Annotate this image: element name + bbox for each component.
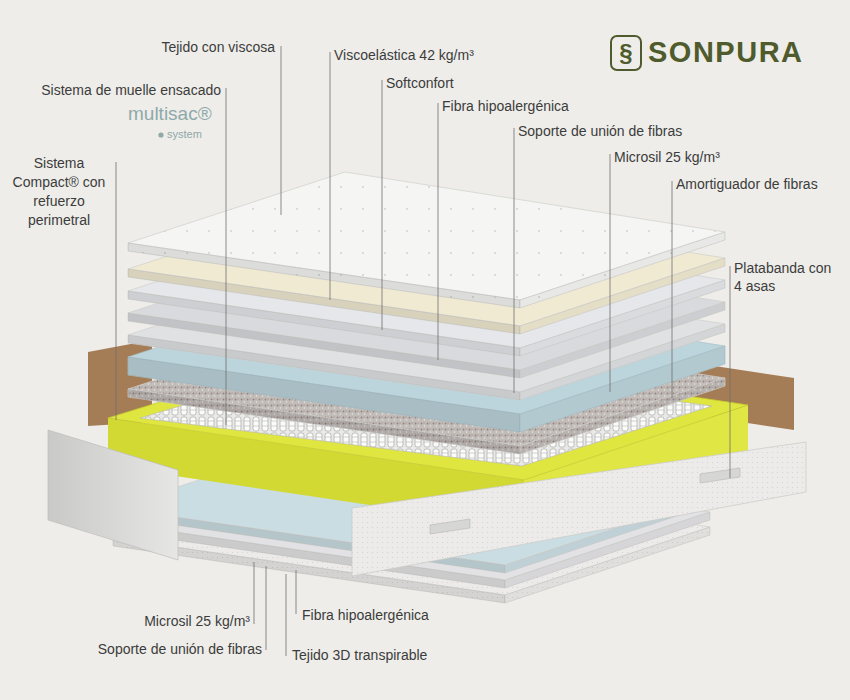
- layer-label: Fibra hipoalergénica: [302, 606, 429, 624]
- layer-label: Fibra hipoalergénica: [442, 97, 569, 115]
- layer-label: Softconfort: [386, 74, 454, 92]
- system-label: Sistema de muelle ensacado: [41, 81, 221, 99]
- layer-label: Microsil 25 kg/m³: [614, 148, 720, 166]
- brand-name: SONPURA: [648, 36, 804, 68]
- layer-label: Soporte de unión de fibras: [518, 122, 682, 140]
- border-panel: [352, 442, 806, 576]
- layer-label: Amortiguador de fibras: [676, 175, 818, 193]
- top-fabric-layer: [128, 172, 725, 308]
- layer-label: Tejido con viscosa: [161, 38, 275, 56]
- layer-label: Platabanda con 4 asas: [734, 259, 842, 295]
- leader-lines: [116, 46, 730, 656]
- handle: [700, 468, 740, 483]
- layer-label: Viscoelástica 42 kg/m³: [334, 46, 474, 64]
- layer-label: Soporte de unión de fibras: [98, 640, 262, 658]
- side-panel: [48, 430, 178, 560]
- layer-label: Tejido 3D transpirable: [292, 646, 427, 664]
- system-label: Sistema Compact® con refuerzo perimetral: [10, 154, 108, 230]
- handle: [430, 519, 470, 534]
- layer-label: Microsil 25 kg/m³: [144, 612, 250, 630]
- logo-text: system: [167, 128, 202, 141]
- logo-mark: §: [610, 35, 642, 71]
- logo-dot: [158, 132, 163, 137]
- logo-text: multisac®: [128, 102, 212, 126]
